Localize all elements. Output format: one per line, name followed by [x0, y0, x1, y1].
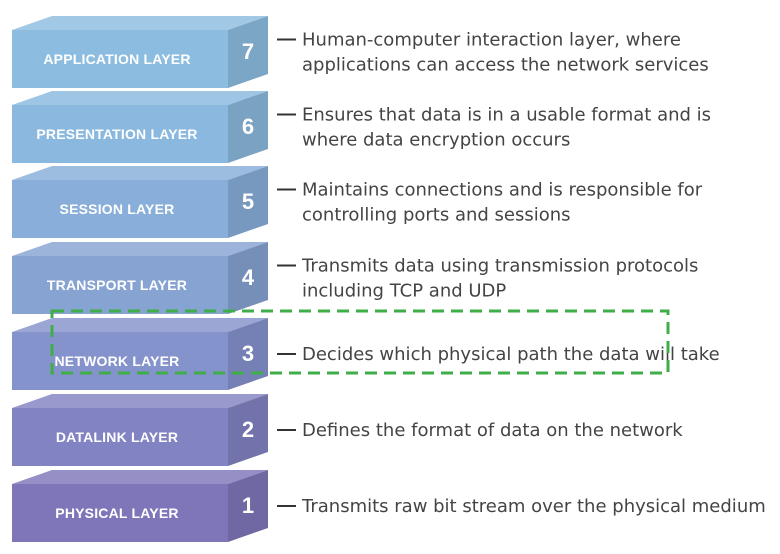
layer-front-face: [12, 180, 228, 238]
layer-description-line: Defines the format of data on the networ…: [302, 420, 683, 441]
layer-number: 3: [242, 341, 254, 366]
layer-side-face: [228, 394, 268, 466]
layer-top-face: [12, 318, 268, 332]
layer-number: 4: [242, 265, 255, 290]
layer-name: NETWORK LAYER: [55, 353, 180, 369]
layer-3: NETWORK LAYER 3 Decides which physical pat…: [12, 318, 720, 390]
layer-4: TRANSPORT LAYER 4 Transmits data using tra…: [12, 242, 698, 314]
layer-front-face: [12, 256, 228, 314]
layer-top-face: [12, 242, 268, 256]
layer-front-face: [12, 105, 228, 163]
layer-front-face: [12, 484, 228, 542]
layer-description-line: Transmits data using transmission protoc…: [301, 256, 698, 277]
layer-5: SESSION LAYER 5 Maintains connections and …: [12, 166, 703, 238]
layer-description-line: Ensures that data is in a usable format …: [302, 105, 711, 126]
layer-description-line: applications can access the network serv…: [302, 55, 709, 76]
layer-description-line: controlling ports and sessions: [302, 205, 571, 226]
layer-6: PRESENTATION LAYER 6 Ensures that data is …: [12, 91, 711, 163]
layer-side-face: [228, 91, 268, 163]
layer-number: 2: [242, 417, 254, 442]
layer-name: DATALINK LAYER: [56, 429, 178, 445]
layer-number: 6: [242, 114, 254, 139]
layer-front-face: [12, 408, 228, 466]
layer-name: PRESENTATION LAYER: [36, 126, 197, 142]
layer-description-line: Maintains connections and is responsible…: [302, 180, 703, 201]
layer-top-face: [12, 16, 268, 30]
layer-number: 5: [242, 189, 254, 214]
layer-number: 1: [242, 493, 254, 518]
layer-description-line: where data encryption occurs: [302, 130, 570, 151]
layer-top-face: [12, 166, 268, 180]
layer-name: PHYSICAL LAYER: [55, 505, 178, 521]
layer-description-line: including TCP and UDP: [302, 281, 506, 302]
layer-front-face: [12, 30, 228, 88]
layer-description-line: Transmits raw bit stream over the physic…: [301, 496, 766, 517]
layer-top-face: [12, 394, 268, 408]
layer-name: SESSION LAYER: [60, 201, 175, 217]
layer-description-line: Decides which physical path the data wil…: [302, 344, 720, 365]
highlight-box: [50, 309, 670, 375]
layer-description-line: Human-computer interaction layer, where: [302, 30, 681, 51]
layer-1: PHYSICAL LAYER 1 Transmits raw bit stream …: [12, 470, 766, 542]
layer-side-face: [228, 242, 268, 314]
layer-name: TRANSPORT LAYER: [47, 277, 187, 293]
layer-side-face: [228, 470, 268, 542]
layer-side-face: [228, 166, 268, 238]
layer-top-face: [12, 470, 268, 484]
layer-top-face: [12, 91, 268, 105]
layer-7: APPLICATION LAYER 7 Human-computer interac…: [12, 16, 709, 88]
layer-name: APPLICATION LAYER: [43, 51, 190, 67]
layer-side-face: [228, 16, 268, 88]
layer-front-face: [12, 332, 228, 390]
layer-2: DATALINK LAYER 2 Defines the format of dat…: [12, 394, 683, 466]
layer-number: 7: [242, 39, 254, 64]
